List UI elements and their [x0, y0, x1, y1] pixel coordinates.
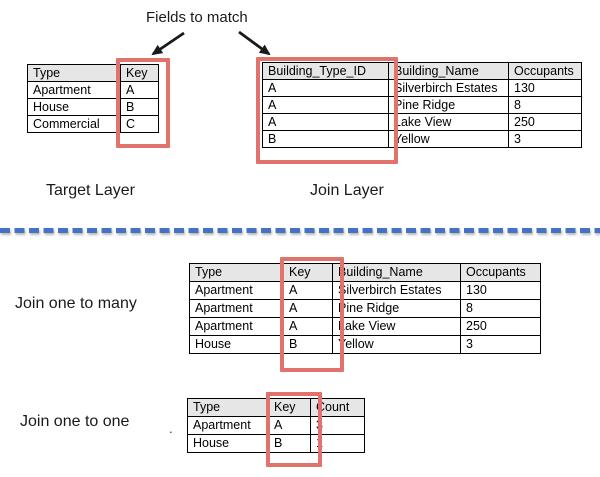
table-cell: Yellow	[388, 130, 509, 148]
table-cell: Apartment	[189, 281, 284, 300]
table-cell: 130	[508, 79, 582, 97]
column-header: Occupants	[460, 263, 541, 282]
table-cell: Lake View	[388, 113, 509, 131]
column-header: Occupants	[508, 62, 582, 80]
table-cell: 3	[310, 416, 365, 435]
table-cell: Apartment	[189, 317, 284, 336]
table-cell: Commercial	[27, 115, 121, 133]
column-header: Building_Name	[332, 263, 461, 282]
table-cell: C	[120, 115, 159, 133]
arrow-to-target-key-icon	[151, 31, 185, 56]
table-cell: A	[120, 81, 159, 99]
table-cell: Lake View	[332, 317, 461, 336]
section-divider	[0, 228, 600, 233]
table-cell: Pine Ridge	[388, 96, 509, 114]
column-header: Type	[187, 398, 269, 417]
table-cell: A	[262, 96, 389, 114]
stray-period: .	[169, 421, 173, 436]
column-header: Count	[310, 398, 365, 417]
column-header: Type	[189, 263, 284, 282]
table-cell: 250	[460, 317, 541, 336]
table-cell: A	[268, 416, 311, 435]
column-header: Key	[283, 263, 333, 282]
table-cell: A	[283, 281, 333, 300]
table-cell: 3	[508, 130, 582, 148]
table-cell: B	[262, 130, 389, 148]
table-cell: Pine Ridge	[332, 299, 461, 318]
table-cell: Yellow	[332, 335, 461, 354]
table-cell: 130	[460, 281, 541, 300]
table-cell: 1	[310, 434, 365, 453]
column-header: Key	[120, 64, 159, 82]
table-cell: Apartment	[189, 299, 284, 318]
table-cell: House	[189, 335, 284, 354]
table-cell: A	[283, 299, 333, 318]
fields-to-match-label: Fields to match	[146, 9, 248, 26]
table-cell: A	[283, 317, 333, 336]
table-cell: A	[262, 79, 389, 97]
table-cell: House	[187, 434, 269, 453]
table-cell: A	[262, 113, 389, 131]
column-header: Building_Type_ID	[262, 62, 389, 80]
table-cell: Silverbirch Estates	[332, 281, 461, 300]
join-one-to-many-label: Join one to many	[15, 295, 137, 312]
join-layer-label: Join Layer	[310, 182, 384, 199]
table-cell: 8	[460, 299, 541, 318]
join-one-to-one-label: Join one to one	[20, 413, 130, 430]
table-cell: House	[27, 98, 121, 116]
column-header: Building_Name	[388, 62, 509, 80]
column-header: Type	[27, 64, 121, 82]
table-cell: B	[283, 335, 333, 354]
table-cell: Apartment	[27, 81, 121, 99]
table-cell: Apartment	[187, 416, 269, 435]
table-cell: 3	[460, 335, 541, 354]
table-cell: B	[120, 98, 159, 116]
table-cell: Silverbirch Estates	[388, 79, 509, 97]
column-header: Key	[268, 398, 311, 417]
target-layer-label: Target Layer	[46, 182, 135, 199]
table-cell: B	[268, 434, 311, 453]
table-cell: 8	[508, 96, 582, 114]
arrow-to-join-key-icon	[238, 30, 271, 56]
table-cell: 250	[508, 113, 582, 131]
